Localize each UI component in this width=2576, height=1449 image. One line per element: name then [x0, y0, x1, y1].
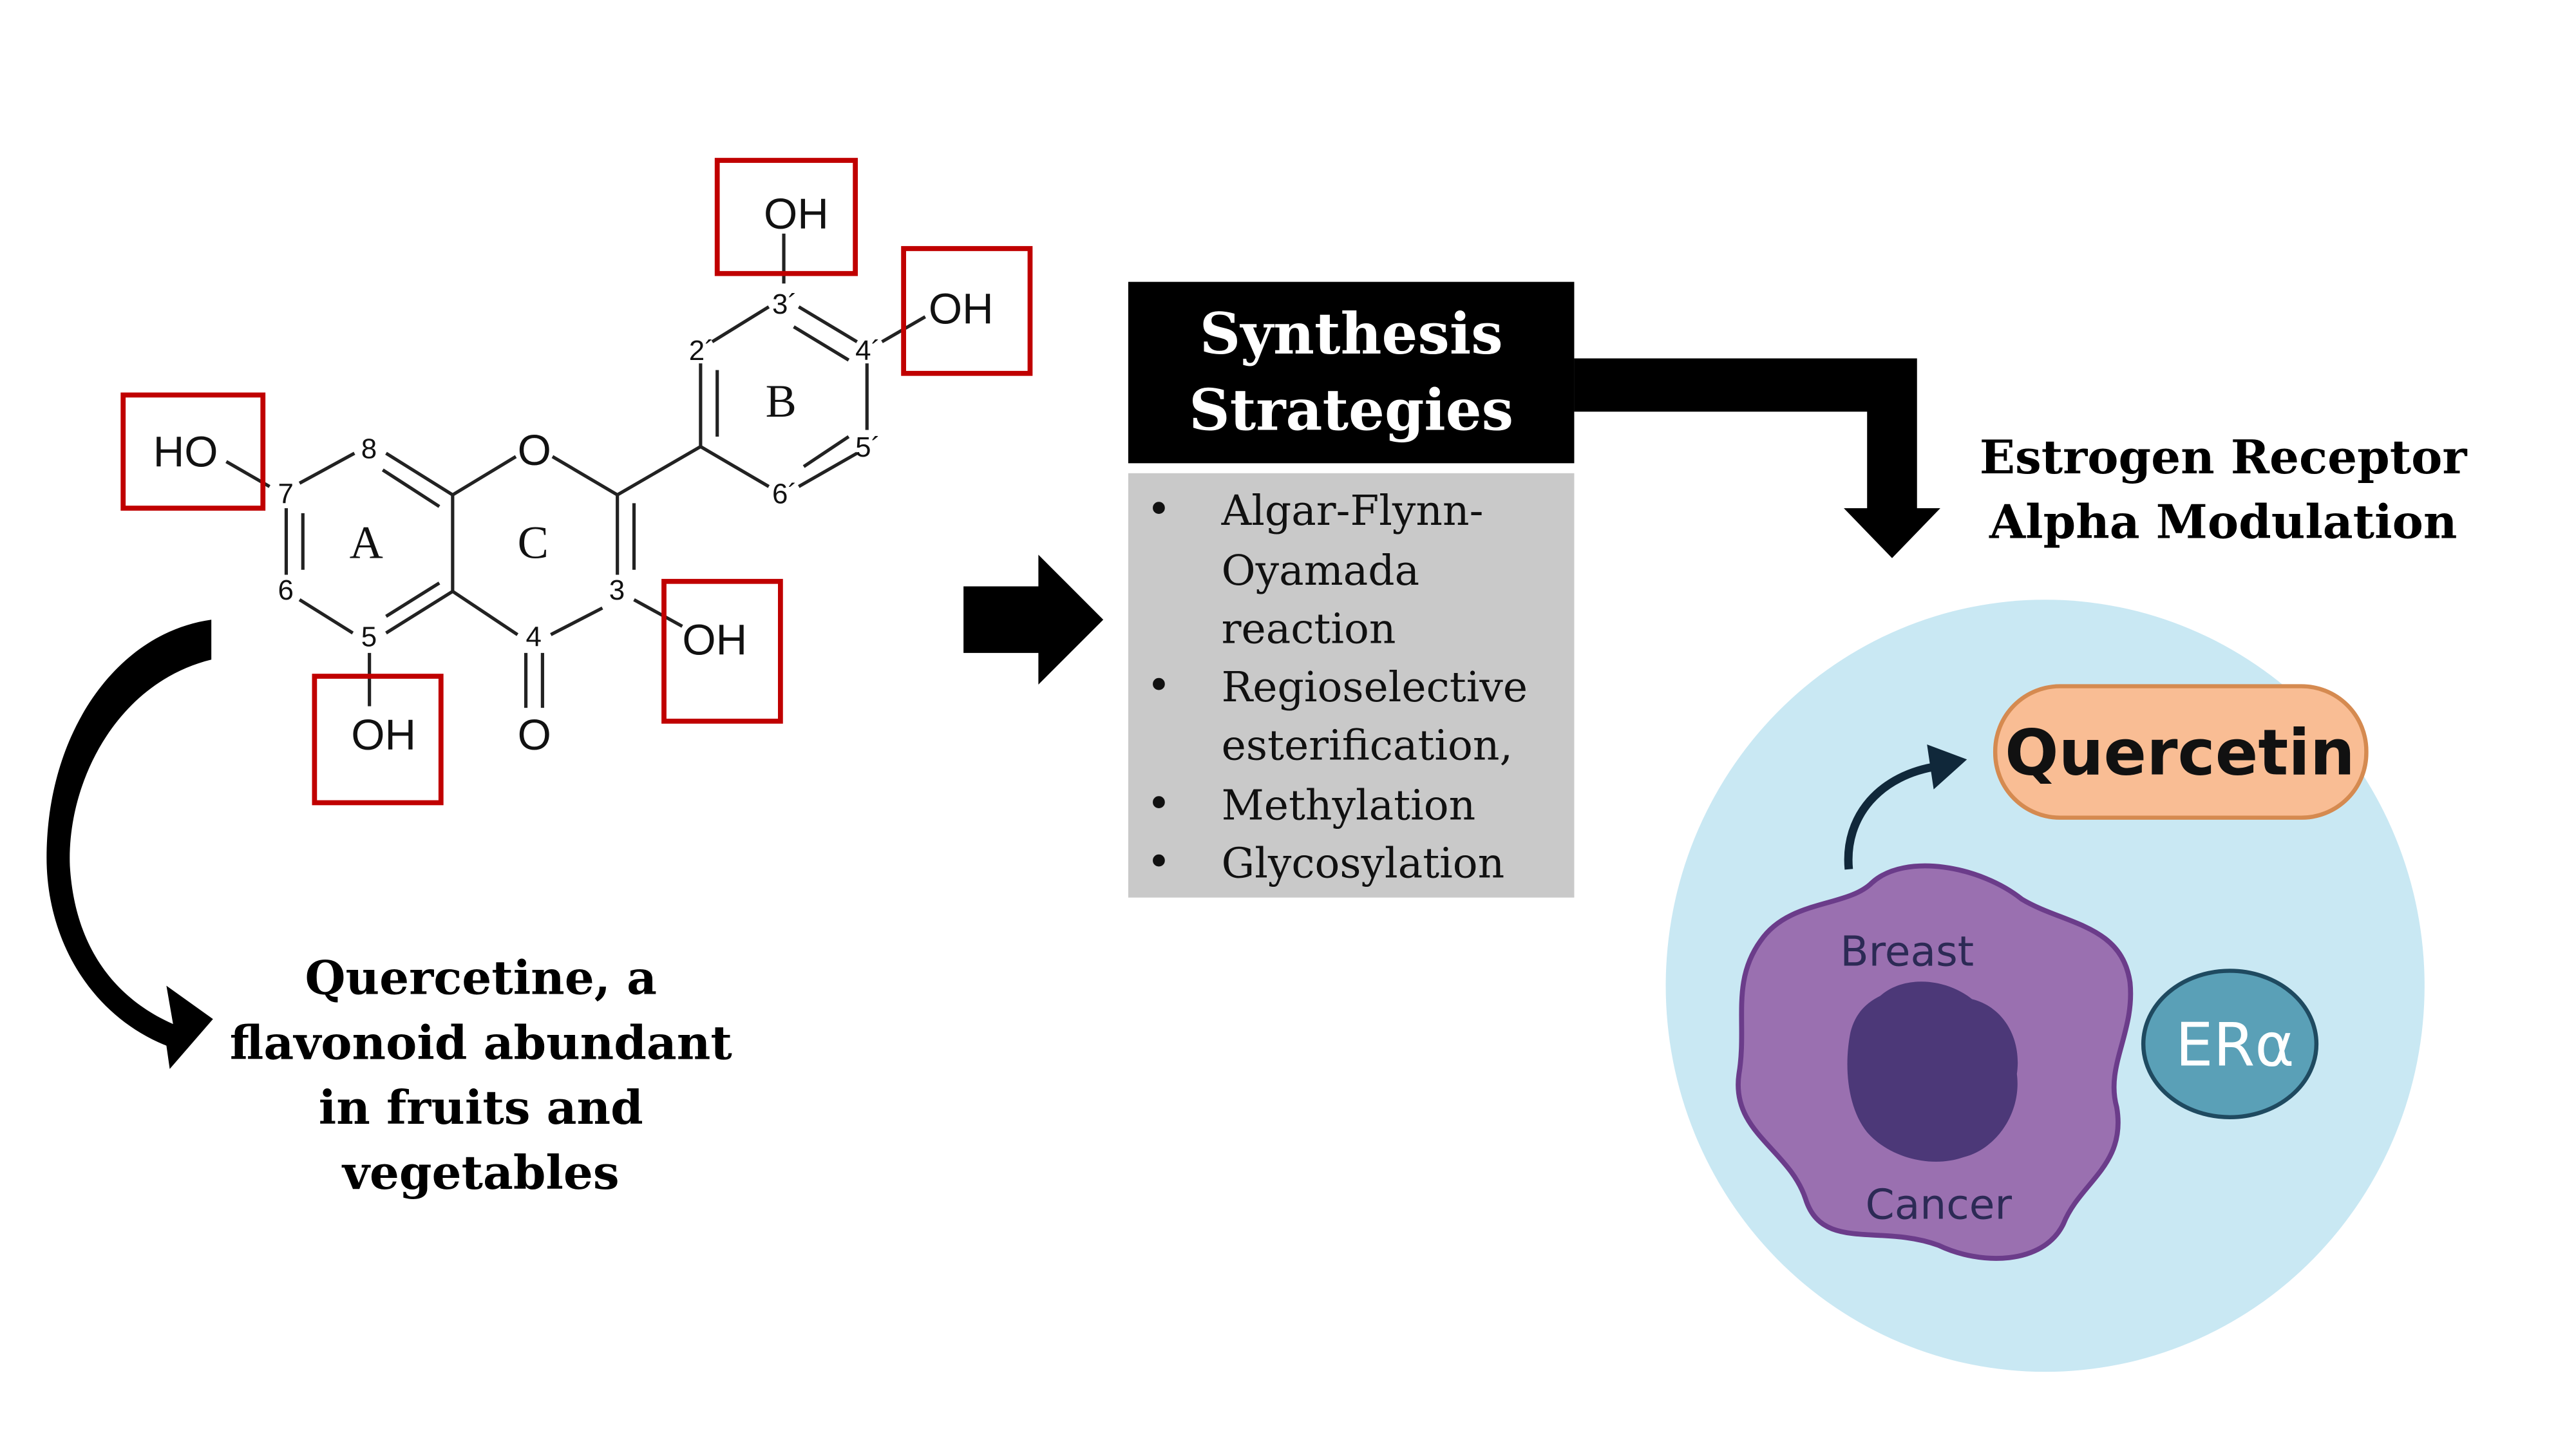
svg-text:•: • [1146, 485, 1171, 533]
svg-text:Oyamada: Oyamada [1222, 547, 1420, 595]
synthesis-title-box [1128, 281, 1575, 464]
cell-label-cancer: Cancer [1866, 1180, 2012, 1229]
synthesis-list: • Algar-Flynn- Oyamada reaction • Regios… [1146, 485, 1528, 887]
quercetin-pill [1993, 684, 2369, 820]
svg-text:flavonoid abundant: flavonoid abundant [230, 1016, 733, 1070]
oh-3-label: OH [682, 616, 747, 664]
carbonyl-oxygen-label: O [518, 711, 551, 759]
synthesis-title-line1: Synthesis [1200, 301, 1503, 367]
position-2prime: 2´ [689, 335, 714, 366]
cell-illustration: Breast Cancer Quercetin ERα [1665, 600, 2425, 1372]
position-3prime: 3´ [772, 289, 797, 320]
position-4: 4 [526, 621, 542, 653]
position-6: 6 [278, 574, 294, 606]
position-5prime: 5´ [855, 431, 880, 463]
ring-c-label: C [518, 517, 549, 569]
ring-oxygen-label: O [518, 426, 551, 475]
oh-3prime-label: OH [764, 190, 829, 238]
position-8: 8 [361, 433, 377, 465]
svg-text:esterification,: esterification, [1222, 721, 1513, 770]
caption-left: Quercetine, a flavonoid abundant in frui… [230, 951, 733, 1200]
highlight-box-oh-3 [661, 578, 783, 724]
highlight-box-ho-7 [120, 392, 266, 511]
svg-text:•: • [1146, 661, 1171, 710]
oh-5-label: OH [351, 711, 416, 759]
list-item: Regioselective [1222, 663, 1528, 712]
svg-text:•: • [1146, 838, 1171, 886]
quercetin-label: Quercetin [2005, 717, 2355, 790]
highlight-box-oh-4prime [901, 246, 1033, 376]
list-item: Glycosylation [1222, 840, 1505, 888]
ring-a-label: A [350, 517, 383, 569]
ho-7-label: HO [153, 428, 218, 476]
position-4prime: 4´ [855, 335, 880, 366]
elbow-arrow-icon [1574, 358, 1940, 558]
receptor-ellipse [2141, 969, 2319, 1120]
position-5: 5 [361, 621, 377, 653]
svg-text:in fruits and: in fruits and [319, 1081, 643, 1135]
position-3: 3 [609, 574, 625, 606]
svg-text:Quercetine, a: Quercetine, a [305, 951, 657, 1006]
curved-arrow-icon [46, 620, 213, 1069]
arrowhead-icon [1927, 744, 1967, 790]
right-heading-line1: Estrogen Receptor [1980, 430, 2468, 485]
list-item: Algar-Flynn- [1221, 487, 1484, 535]
right-arrow-icon [963, 554, 1104, 685]
svg-text:reaction: reaction [1222, 605, 1396, 653]
svg-text:•: • [1146, 780, 1171, 828]
cell-label-breast: Breast [1840, 928, 1974, 976]
receptor-label: ERα [2175, 1010, 2295, 1080]
highlight-box-oh-3prime [714, 158, 858, 276]
curved-arrow-to-quercetin-icon [1844, 762, 1940, 870]
highlight-box-oh-5 [312, 674, 444, 806]
right-heading-line2: Alpha Modulation [1989, 495, 2457, 550]
position-7: 7 [278, 478, 294, 509]
nucleus-shape [1847, 981, 2018, 1162]
oh-4prime-label: OH [929, 285, 994, 333]
svg-text:vegetables: vegetables [341, 1146, 620, 1200]
position-6prime: 6´ [772, 478, 797, 509]
synthesis-list-box [1128, 473, 1575, 898]
synthesis-title-line2: Strategies [1189, 377, 1513, 444]
ring-b-label: B [766, 375, 797, 427]
quercetin-structure: OH OH HO OH OH O O A B C 3 4 5 6 7 8 2´ … [120, 158, 1033, 806]
list-item: Methylation [1222, 781, 1476, 829]
